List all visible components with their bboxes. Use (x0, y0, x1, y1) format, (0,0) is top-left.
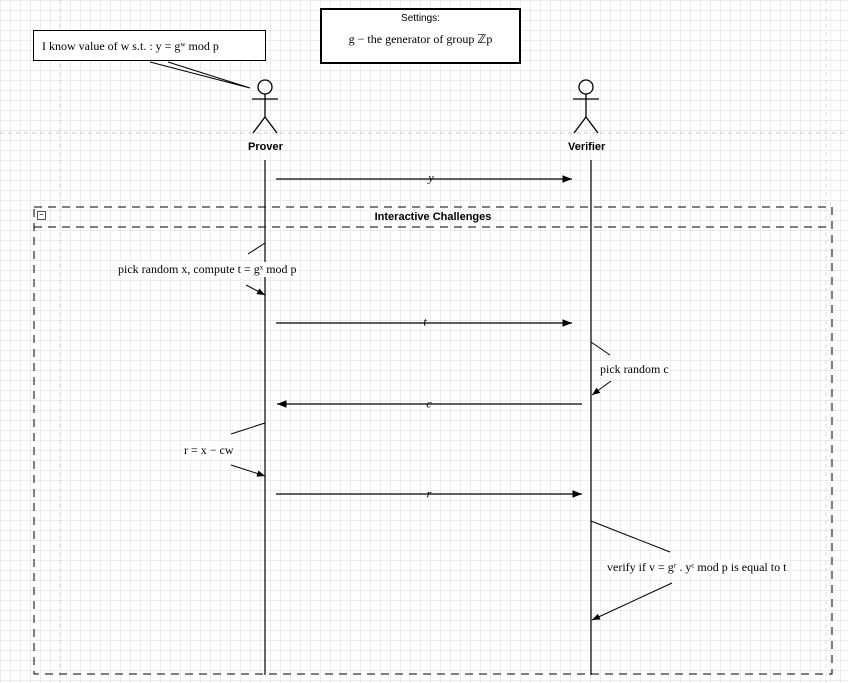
self-call-pick-c-in[interactable] (591, 380, 612, 396)
prover-note-callout (149, 61, 251, 89)
settings-generator-line: g − the generator of group ℤp (348, 32, 493, 46)
message-label-r: r (426, 486, 432, 501)
note-pick-random-c: pick random c (600, 362, 669, 377)
verifier-label: Verifier (568, 141, 606, 153)
prover-knowledge-text: I know value of w s.t. : y = gʷ mod p (42, 39, 219, 53)
prover-knowledge-note[interactable]: I know value of w s.t. : y = gʷ mod p (33, 30, 266, 61)
message-label-y: y (428, 170, 434, 185)
message-label-c: c (426, 396, 432, 411)
self-call-verify-in[interactable] (591, 582, 673, 621)
self-call-r-out (230, 422, 266, 435)
note-pick-random-x: pick random x, compute t = gˣ mod p (118, 262, 297, 277)
self-call-pick-c-out (590, 341, 611, 356)
settings-box[interactable]: Settings: g − the generator of group ℤp (320, 8, 521, 64)
prover-actor-icon[interactable] (252, 79, 278, 134)
note-verify: verify if v = gʳ . yᶜ mod p is equal to … (607, 560, 787, 575)
note-r-equation: r = x − cw (184, 443, 234, 458)
frame-collapse-icon[interactable]: − (37, 211, 46, 220)
settings-title: Settings: (401, 13, 440, 24)
self-call-pick-x-out (247, 242, 266, 255)
prover-label: Prover (248, 141, 283, 153)
self-call-pick-x-in[interactable] (245, 284, 266, 296)
interactive-challenges-frame[interactable] (33, 206, 833, 675)
verifier-actor-icon[interactable] (573, 79, 599, 134)
self-call-verify-out (590, 520, 671, 553)
self-call-r-in[interactable] (230, 464, 266, 477)
message-label-t: t (423, 314, 427, 329)
frame-title: Interactive Challenges (374, 211, 492, 223)
